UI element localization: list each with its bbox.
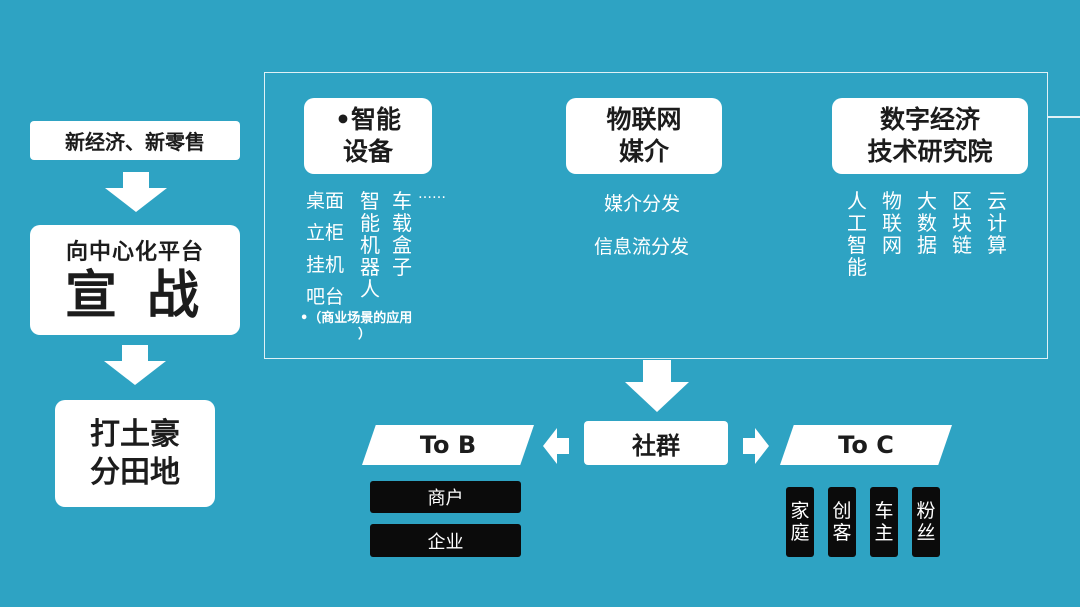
feed-distribution-label: 信息流分发 — [594, 236, 690, 258]
merchant-bar: 商户 — [370, 481, 521, 513]
smart-device-line2: 设备 — [342, 137, 393, 166]
down-arrow-1 — [105, 172, 167, 212]
digital-economy-box: 数字经济 技术研究院 — [832, 98, 1028, 174]
digital-economy-line2: 技术研究院 — [867, 137, 993, 166]
main-panel — [264, 72, 1048, 359]
community-box: 社群 — [584, 421, 728, 465]
fans-bar: 粉丝 — [912, 487, 940, 557]
media-distribution-label: 媒介分发 — [604, 193, 681, 215]
maker-bar: 创客 — [828, 487, 856, 557]
enterprise-label: 企业 — [427, 531, 464, 553]
left-arrow — [543, 428, 569, 464]
iot-label: 物联网 — [882, 189, 902, 257]
right-arrow — [743, 428, 769, 464]
scenario-note-line2: ） — [358, 327, 372, 342]
ai-label: 人工智能 — [847, 189, 867, 279]
down-arrow-3 — [625, 360, 689, 412]
family-bar: 家庭 — [786, 487, 814, 557]
down-arrow-2 — [104, 345, 166, 385]
blockchain-label: 区块链 — [952, 189, 972, 257]
ellipsis-label: …… — [418, 186, 446, 202]
car-owner-bar: 车主 — [870, 487, 898, 557]
device-type-wall: 挂机 — [306, 254, 345, 276]
device-type-desktop: 桌面 — [306, 190, 345, 212]
maker-label: 创客 — [832, 500, 852, 544]
smart-robot-label: 智能机器人 — [360, 189, 380, 301]
enterprise-bar: 企业 — [370, 524, 521, 557]
declare-war-box: 向中心化平台 宣 战 — [30, 225, 240, 335]
smart-device-line1: •智能 — [335, 105, 401, 134]
to-c-label-box: To C — [780, 425, 952, 465]
redistribute-line2: 分田地 — [90, 454, 180, 490]
device-type-bar: 吧台 — [306, 286, 345, 308]
smart-device-box: •智能 设备 — [304, 98, 432, 174]
car-box-label: 车载盒子 — [392, 189, 412, 279]
iot-media-box: 物联网 媒介 — [566, 98, 722, 174]
family-label: 家庭 — [790, 500, 810, 544]
iot-media-line1: 物联网 — [606, 105, 682, 134]
new-economy-label: 新经济、新零售 — [65, 130, 205, 154]
redistribute-box: 打土豪 分田地 — [55, 400, 215, 507]
to-c-label: To C — [838, 431, 894, 459]
device-type-cabinet: 立柜 — [306, 222, 345, 244]
iot-media-line2: 媒介 — [618, 137, 669, 166]
declare-war-line2: 宣 战 — [64, 266, 206, 326]
scenario-note-line1: •（商业场景的应用 — [300, 311, 413, 326]
new-economy-box: 新经济、新零售 — [30, 121, 240, 160]
community-label: 社群 — [632, 431, 680, 460]
to-b-label: To B — [419, 431, 477, 459]
to-b-label-box: To B — [362, 425, 534, 465]
fans-label: 粉丝 — [916, 500, 936, 544]
cloud-computing-label: 云计算 — [987, 189, 1007, 257]
big-data-label: 大数据 — [917, 189, 937, 257]
digital-economy-line1: 数字经济 — [879, 105, 980, 134]
panel-edge-line — [1048, 116, 1080, 118]
car-owner-label: 车主 — [874, 500, 894, 544]
declare-war-line1: 向中心化平台 — [65, 240, 204, 265]
merchant-label: 商户 — [427, 488, 464, 509]
redistribute-line1: 打土豪 — [90, 416, 180, 452]
